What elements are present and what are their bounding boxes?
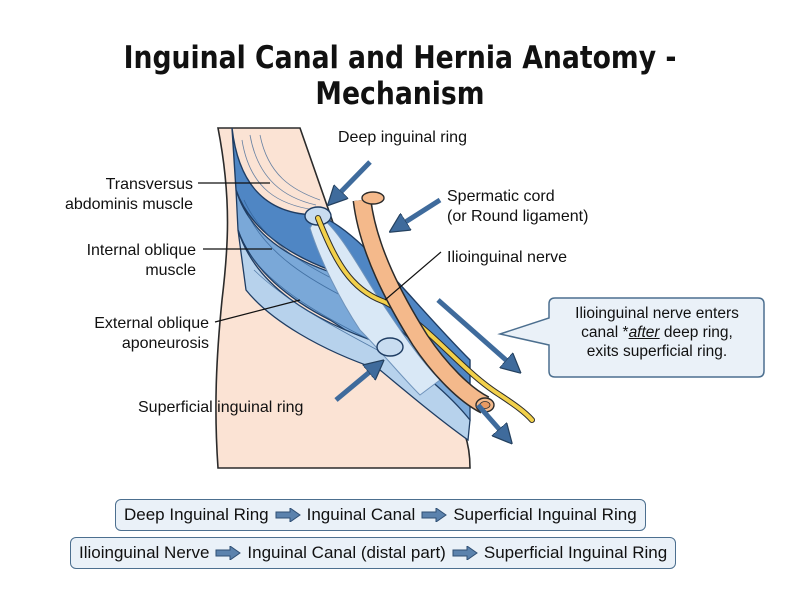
label-external-oblique-1: External oblique bbox=[94, 315, 209, 332]
label-spermatic-cord-1: Spermatic cord bbox=[447, 188, 555, 205]
label-internal-oblique-2: muscle bbox=[145, 262, 196, 279]
label-transversus-2: abdominis muscle bbox=[65, 196, 193, 213]
label-ilioinguinal-nerve: Ilioinguinal nerve bbox=[447, 249, 567, 266]
label-internal-oblique-1: Internal oblique bbox=[87, 242, 197, 259]
callout-line-3: exits superficial ring. bbox=[586, 343, 728, 360]
flow1-step-3: Superficial Inguinal Ring bbox=[453, 505, 637, 524]
flow2-step-2: Inguinal Canal (distal part) bbox=[247, 543, 446, 562]
flow2-step-3: Superficial Inguinal Ring bbox=[483, 543, 668, 562]
superficial-ring bbox=[376, 337, 404, 357]
label-transversus-1: Transversus bbox=[106, 176, 193, 193]
callout-line-1: Ilioinguinal nerve enters bbox=[575, 305, 739, 322]
page-title: Inguinal Canal and Hernia Anatomy - Mech… bbox=[123, 40, 677, 112]
canal-direction-arrow bbox=[436, 298, 515, 368]
inguinal-canal bbox=[309, 214, 441, 396]
flow-arrow-icon bbox=[275, 508, 301, 522]
flow-pathway-2: Ilioinguinal Nerve Inguinal Canal (dista… bbox=[70, 537, 677, 569]
label-external-oblique-2: aponeurosis bbox=[122, 335, 209, 352]
flow-pathway-1: Deep Inguinal Ring Inguinal Canal Superf… bbox=[115, 499, 646, 531]
exit-arrow bbox=[476, 403, 507, 438]
callout-line-2: canal *after deep ring, bbox=[581, 324, 733, 341]
external-oblique-leader bbox=[214, 299, 301, 323]
label-spermatic-cord-2: (or Round ligament) bbox=[447, 208, 588, 225]
flow-arrow-icon bbox=[215, 546, 242, 560]
flow1-step-1: Deep Inguinal Ring bbox=[124, 505, 269, 524]
label-deep-ring: Deep inguinal ring bbox=[338, 129, 467, 146]
label-superficial-ring: Superficial inguinal ring bbox=[138, 399, 303, 416]
nerve-leader bbox=[384, 251, 442, 301]
flow2-step-1: Ilioinguinal Nerve bbox=[79, 543, 210, 562]
callout-emphasis: after bbox=[628, 324, 660, 341]
spermatic-cord-arrow bbox=[396, 197, 442, 228]
flow1-step-2: Inguinal Canal bbox=[306, 505, 416, 524]
superficial-ring-arrow bbox=[334, 365, 378, 402]
callout-text: Ilioinguinal nerve enters canal *after d… bbox=[553, 304, 761, 361]
deep-ring-arrow bbox=[333, 160, 372, 200]
callout-bubble bbox=[497, 297, 765, 378]
flow-arrow-icon bbox=[452, 546, 478, 560]
flow-arrow-icon bbox=[421, 508, 448, 522]
